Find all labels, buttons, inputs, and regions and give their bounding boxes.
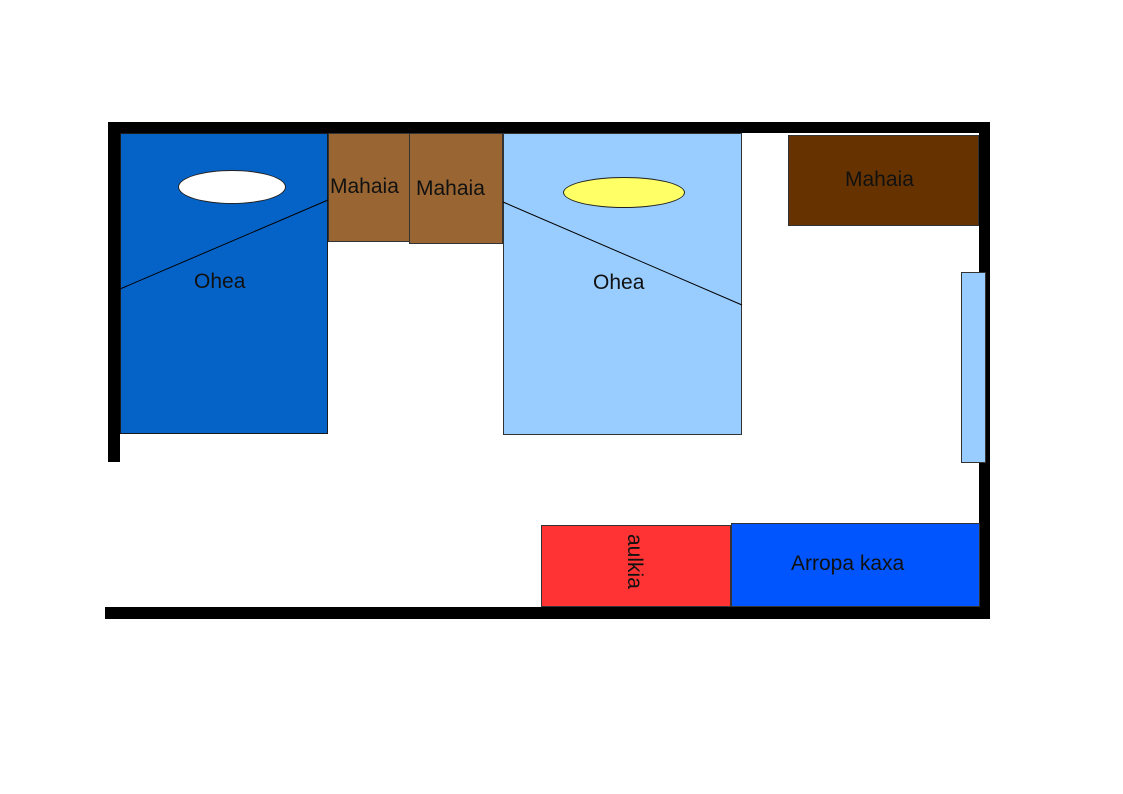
wall-top	[108, 122, 990, 133]
chair	[541, 525, 731, 607]
table-1-label: Mahaia	[330, 175, 399, 198]
wardrobe	[731, 523, 980, 607]
wall-bottom	[105, 607, 990, 619]
chair-label: aulkia	[623, 534, 646, 589]
wall-left	[108, 122, 120, 462]
pillow-left	[178, 170, 286, 204]
window	[961, 272, 986, 463]
table-1	[328, 133, 410, 242]
bed-right-label: Ohea	[593, 271, 645, 294]
pillow-right	[563, 177, 685, 208]
table-2-label: Mahaia	[416, 177, 485, 200]
wardrobe-label: Arropa kaxa	[791, 552, 905, 575]
table-3	[788, 135, 979, 226]
bed-left-label: Ohea	[194, 270, 246, 293]
table-2	[409, 133, 503, 244]
table-3-label: Mahaia	[845, 168, 914, 191]
